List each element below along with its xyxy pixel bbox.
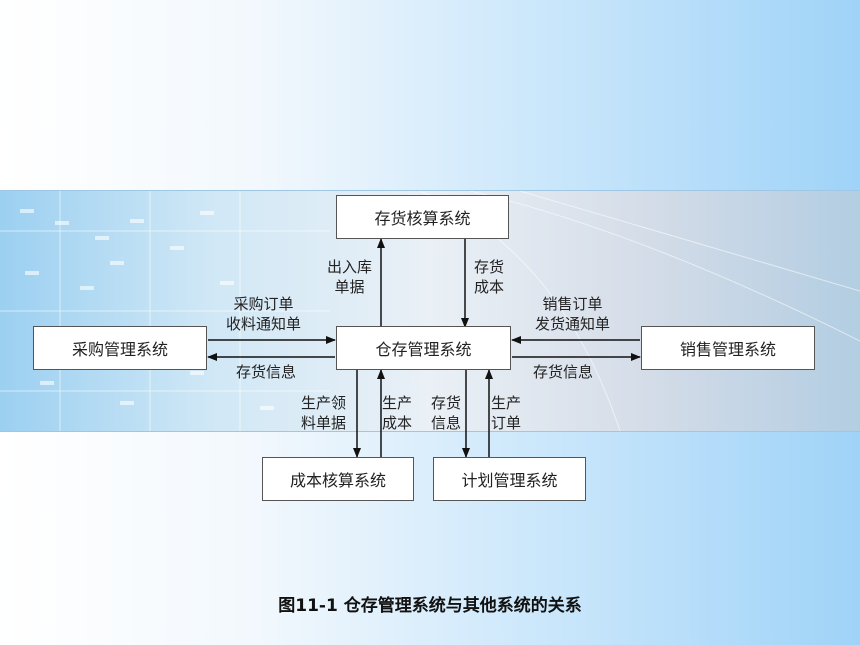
label-sales-order: 销售订单发货通知单	[535, 295, 611, 333]
cost-accounting-system-box: 成本核算系统	[262, 457, 414, 501]
figure-caption: 图11-1 仓存管理系统与其他系统的关系	[278, 596, 582, 616]
label-production-order: 生产订单	[491, 394, 522, 432]
planning-management-system-box: 计划管理系统	[433, 457, 586, 501]
label-in-out-docs: 出入库单据	[327, 258, 373, 296]
label-inventory-info-bottom: 存货信息	[431, 394, 462, 432]
sales-management-system-box: 销售管理系统	[641, 326, 815, 370]
purchase-management-system-box: 采购管理系统	[33, 326, 207, 370]
label-production-cost: 生产成本	[382, 394, 413, 432]
warehouse-management-system-box: 仓存管理系统	[336, 326, 511, 370]
label-inventory-cost: 存货成本	[474, 258, 505, 296]
label-inventory-info-left: 存货信息	[236, 363, 297, 381]
label-inventory-info-right: 存货信息	[533, 363, 594, 381]
label-production-requisition: 生产领料单据	[301, 394, 347, 432]
label-purchase-order: 采购订单收料通知单	[226, 295, 302, 333]
inventory-accounting-system-box: 存货核算系统	[336, 195, 509, 239]
